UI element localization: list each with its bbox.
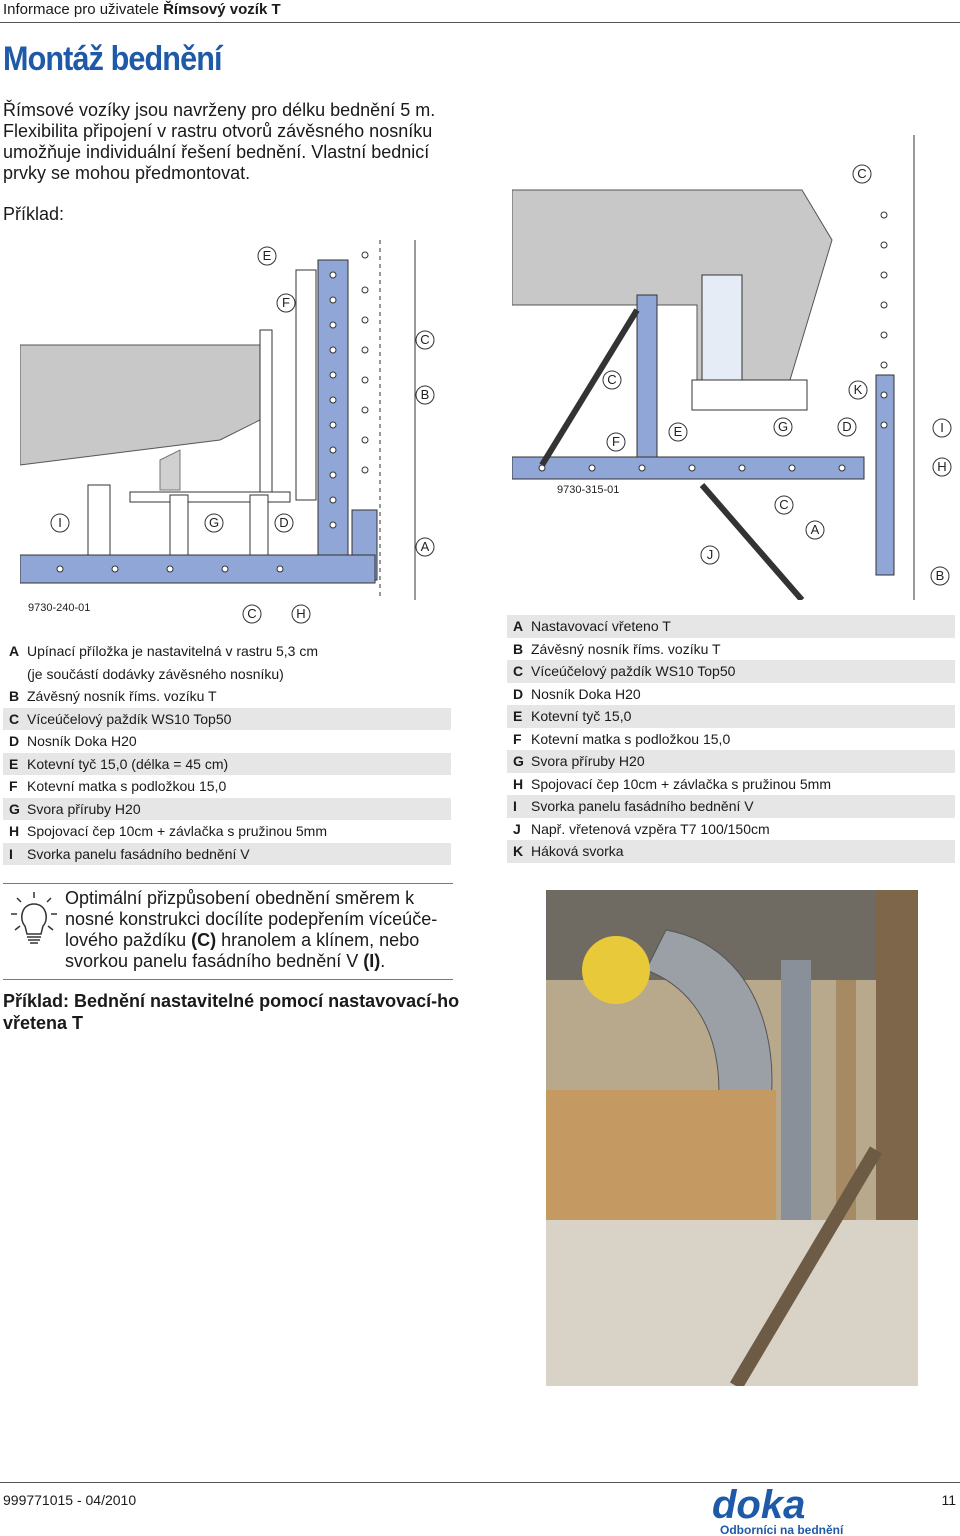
figure-right-labels: C C F E G D K I H C A J B 9730-315-01 xyxy=(557,164,952,586)
footer-divider xyxy=(0,1482,960,1483)
svg-text:G: G xyxy=(778,419,788,434)
right-beam-holes xyxy=(538,464,846,472)
svg-text:B: B xyxy=(421,387,430,402)
svg-text:E: E xyxy=(674,424,683,439)
horizontal-beam xyxy=(20,554,376,584)
svg-text:9730-240-01: 9730-240-01 xyxy=(28,602,90,614)
timber-vertical xyxy=(259,329,273,501)
page-footer: 999771015 - 04/2010 doka Odborníci na be… xyxy=(0,1478,960,1536)
header-divider xyxy=(0,22,960,23)
page-number: 11 xyxy=(941,1492,956,1508)
bottom-timber xyxy=(691,379,808,411)
svg-text:9730-315-01: 9730-315-01 xyxy=(557,484,619,496)
right-post xyxy=(875,374,895,576)
svg-text:C: C xyxy=(779,497,788,512)
intro-paragraph: Římsové vozíky jsou navrženy pro délku b… xyxy=(3,100,436,183)
support-leg xyxy=(87,484,111,556)
figure-right-drawing: C C F E G D K I H C A J B 9730-315-01 xyxy=(512,135,952,600)
tip-box: Optimální přizpůsobení obednění směrem k… xyxy=(3,883,453,980)
post-holes xyxy=(329,271,337,529)
figure-left-labels: E F C B A I G D C H 9730-240-01 xyxy=(28,246,435,624)
vertical-post xyxy=(317,259,349,581)
svg-text:E: E xyxy=(263,248,272,263)
svg-text:A: A xyxy=(421,539,430,554)
svg-text:D: D xyxy=(842,419,851,434)
svg-text:F: F xyxy=(282,295,290,310)
svg-text:J: J xyxy=(707,547,714,562)
legend-key: A xyxy=(9,643,20,659)
inner-post xyxy=(636,294,658,466)
concrete-slab xyxy=(20,344,261,466)
svg-text:I: I xyxy=(940,420,944,435)
legend-text: Upínací příložka je nastavitelná v rastr… xyxy=(27,643,319,682)
legend-row: A Upínací příložka je nastavitelná v rast… xyxy=(3,640,451,685)
svg-text:C: C xyxy=(247,606,256,621)
svg-text:D: D xyxy=(279,515,288,530)
doka-logo: doka Odborníci na bednění xyxy=(712,1486,844,1536)
bracket-shape xyxy=(159,449,181,491)
page-title: Montáž bednění xyxy=(3,40,223,78)
svg-text:B: B xyxy=(936,568,945,583)
svg-text:F: F xyxy=(612,434,620,449)
timber-vertical-2 xyxy=(295,269,317,501)
svg-text:C: C xyxy=(857,166,866,181)
svg-text:C: C xyxy=(420,332,429,347)
legend-left: A Upínací příložka je nastavitelná v rast… xyxy=(3,640,451,865)
support-leg-2 xyxy=(169,494,189,556)
figure-left-drawing: E F C B A I G D C H 9730-240-01 xyxy=(20,240,435,624)
construction-photo xyxy=(546,890,918,1386)
example-heading: Příklad: Bednění nastavitelné pomocí nas… xyxy=(3,991,460,1033)
concrete-cornice xyxy=(512,189,833,391)
svg-text:doka: doka xyxy=(712,1486,805,1527)
header-product: Římsový vozík T xyxy=(163,1,281,18)
strut-upper xyxy=(539,308,640,467)
photo-illustration xyxy=(546,890,918,1386)
svg-text:H: H xyxy=(296,606,305,621)
support-leg-3 xyxy=(249,494,269,556)
page-header: Informace pro uživatele Římsový vozík T xyxy=(0,0,960,26)
svg-text:K: K xyxy=(854,382,863,397)
timber-block xyxy=(701,274,743,386)
support-plate xyxy=(129,491,291,503)
tip-text: Optimální přizpůsobení obednění směrem k… xyxy=(65,888,438,971)
svg-text:H: H xyxy=(937,459,946,474)
svg-text:Odborníci na bednění: Odborníci na bednění xyxy=(720,1523,844,1536)
wall-holes xyxy=(361,251,369,474)
right-beam xyxy=(512,456,865,480)
svg-text:I: I xyxy=(58,515,62,530)
right-wall-holes xyxy=(880,211,888,429)
svg-text:A: A xyxy=(811,522,820,537)
example-label: Příklad: xyxy=(3,204,65,224)
lightbulb-icon xyxy=(11,892,57,944)
svg-text:G: G xyxy=(209,515,219,530)
beam-holes xyxy=(56,565,284,573)
header-prefix: Informace pro uživatele xyxy=(3,1,159,18)
document-code: 999771015 - 04/2010 xyxy=(3,1492,137,1508)
spindle-strut xyxy=(699,483,805,600)
header-text: Informace pro uživatele Římsový vozík T xyxy=(3,1,281,18)
svg-text:C: C xyxy=(607,372,616,387)
